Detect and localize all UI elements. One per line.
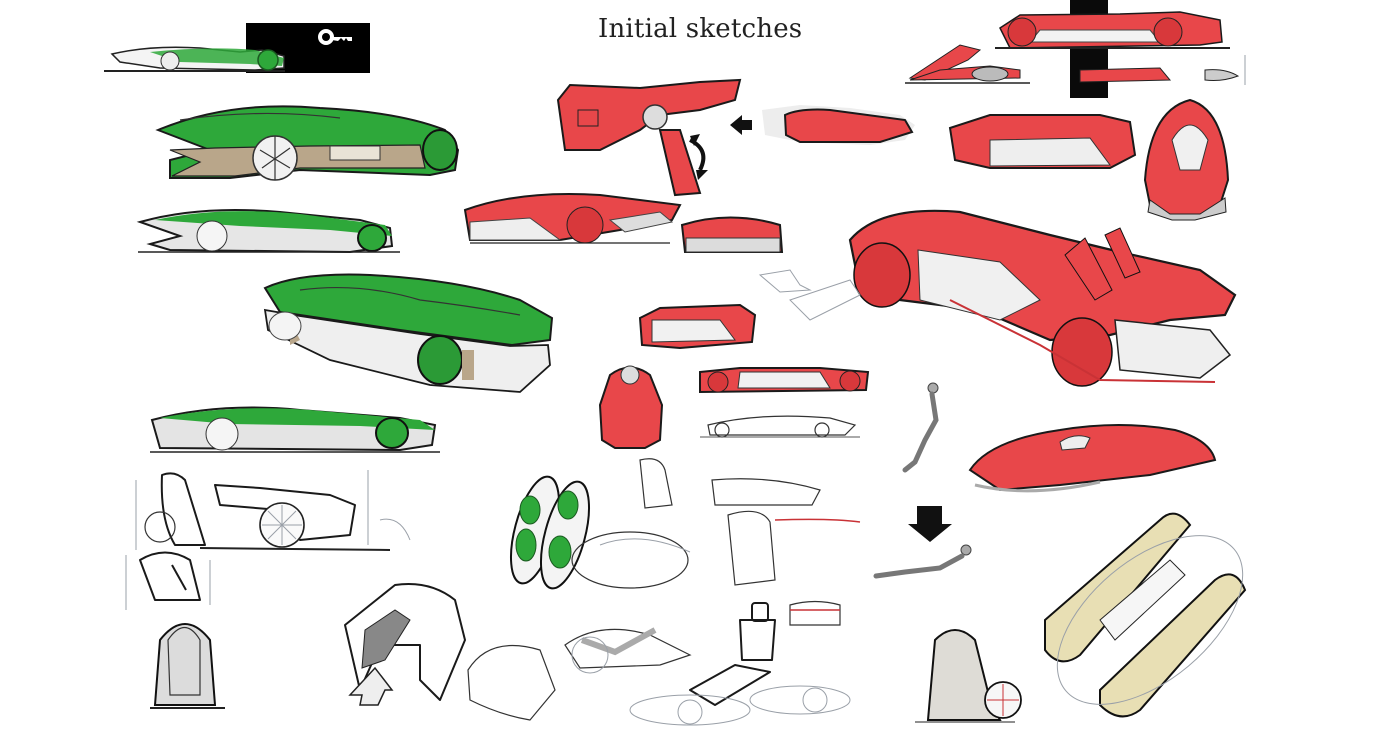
- seated-figure-upright: [902, 382, 939, 473]
- green-car-perspective-large: [155, 105, 460, 181]
- red-car-side-top-right: [905, 0, 1246, 98]
- pencil-seat-pod: [125, 551, 211, 610]
- green-car-three-quarter: [263, 273, 554, 393]
- red-car-front-perspective: [948, 114, 1137, 169]
- pencil-wheel-sketches: [629, 685, 851, 726]
- pencil-pod-front-side: [135, 470, 411, 551]
- pencil-wheel-pod: [915, 629, 1022, 723]
- pencil-reclined-seat: [564, 627, 692, 674]
- pencil-plan-view-cream: [1044, 512, 1247, 718]
- pencil-car-side: [700, 415, 860, 438]
- pencil-shell: [467, 644, 556, 721]
- green-car-side: [136, 209, 400, 254]
- green-seat-pods: [510, 475, 590, 590]
- red-car-top-front-small: [598, 365, 664, 449]
- red-car-compact-side: [638, 303, 757, 350]
- rotate-arrow-icon: [689, 134, 708, 180]
- red-car-low-side: [699, 367, 870, 394]
- pencil-body-shell: [344, 583, 466, 706]
- key-icon: [318, 29, 352, 45]
- left-arrow-icon: [730, 115, 752, 135]
- page-title: Initial sketches: [598, 14, 803, 44]
- down-arrow-icon: [908, 506, 952, 542]
- pencil-pod-interior: [571, 458, 861, 589]
- red-car-streamliner: [968, 424, 1217, 493]
- red-car-top-front: [1143, 98, 1230, 221]
- green-car-side-long: [150, 406, 440, 453]
- pencil-pod-rear-view: [150, 623, 225, 709]
- red-car-side-opening: [463, 193, 682, 244]
- seated-figure-reclined: [873, 544, 972, 579]
- pencil-seat-study: [689, 600, 841, 706]
- red-car-front-view: [680, 216, 784, 253]
- green-car-side-small: [104, 46, 285, 72]
- red-car-perspective-small: [762, 105, 915, 145]
- red-car-hero-perspective: [848, 209, 1237, 387]
- pencil-outline-car: [758, 269, 861, 321]
- red-car-top-view: [556, 78, 742, 197]
